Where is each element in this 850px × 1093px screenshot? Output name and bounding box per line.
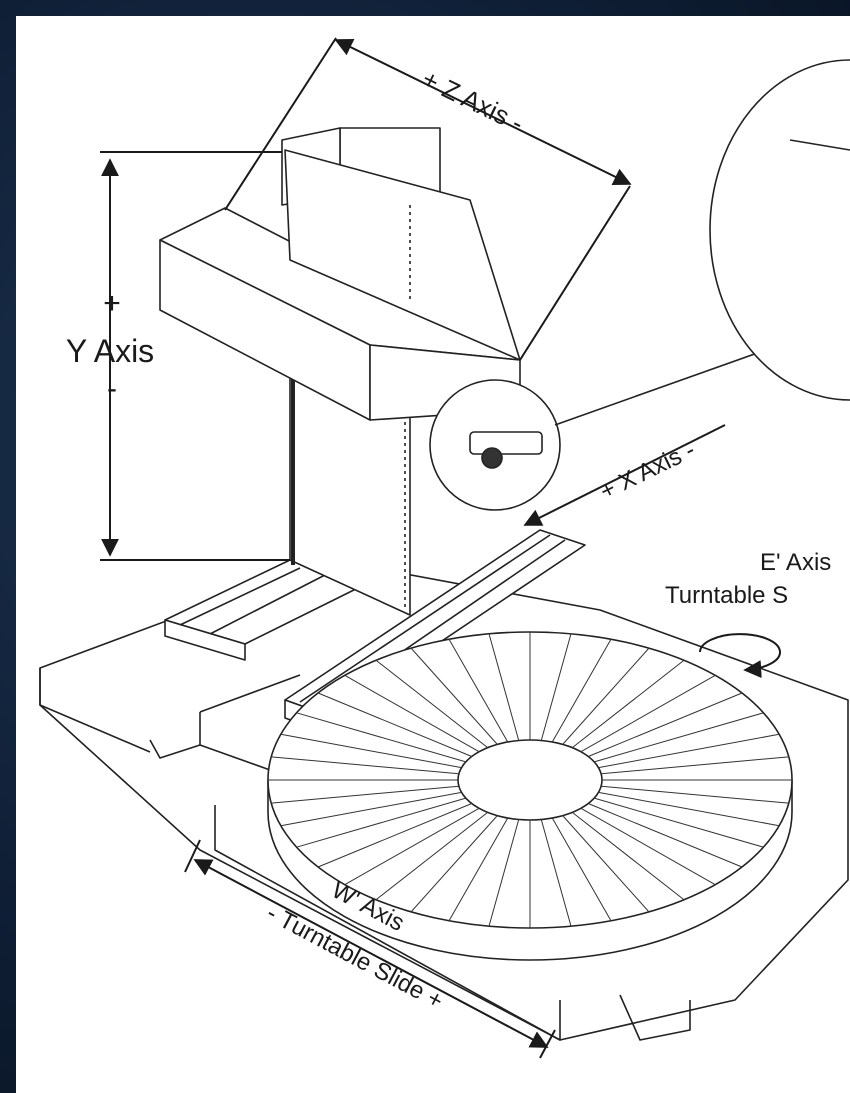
turntable-spoke — [448, 638, 509, 743]
diagram-panel: + Z Axis - + Y Axis - + X Axis - E' Axis… — [16, 16, 850, 1093]
x-axis-label: + X Axis - — [596, 436, 700, 505]
turntable-spoke — [572, 811, 685, 901]
turntable-spoke — [540, 633, 572, 741]
turntable-spoke — [594, 712, 764, 763]
turntable-spoke — [317, 803, 472, 868]
turntable-spoke — [271, 785, 459, 804]
machine-axes-diagram: + Z Axis - + Y Axis - + X Axis - E' Axis… — [39, 37, 850, 1059]
turntable-spoke — [317, 692, 472, 757]
turntable-spoke — [562, 647, 650, 745]
magnified-detail-circle — [709, 59, 850, 401]
turntable-spoke — [598, 733, 780, 769]
y-axis-minus: - — [107, 372, 117, 405]
turntable-spoke — [601, 756, 789, 775]
turntable-spoke — [562, 815, 650, 913]
turntable-spoke — [280, 791, 462, 827]
turntable-spoke — [375, 659, 488, 749]
turntable-spoke — [296, 712, 466, 763]
e-axis-label: E' Axis — [760, 549, 831, 576]
turntable-spoke — [580, 674, 716, 753]
turntable-spokes — [268, 632, 792, 928]
z-axis-arrow — [334, 39, 632, 185]
x-axis-arrow — [523, 424, 726, 526]
turntable-spoke — [280, 733, 462, 769]
turntable-spoke — [601, 785, 789, 804]
turntable-spoke — [588, 803, 743, 868]
y-axis-plus: + — [103, 287, 121, 320]
ram-housing — [159, 127, 521, 421]
turntable-spoke — [540, 819, 572, 927]
turntable-spoke — [598, 791, 780, 827]
turntable-spoke — [488, 633, 520, 741]
turntable-spoke — [296, 797, 466, 848]
w-axis-arrow — [193, 859, 549, 1048]
turntable-spoke — [580, 807, 716, 886]
turntable-spoke — [551, 817, 612, 922]
turntable-spoke — [551, 638, 612, 743]
turntable-spoke — [588, 692, 743, 757]
turntable-spoke — [271, 756, 459, 775]
turntable-spoke — [572, 659, 685, 749]
z-axis-label: + Z Axis - — [417, 63, 528, 138]
turntable-spoke — [594, 797, 764, 848]
turntable-spoke — [344, 674, 480, 753]
e-axis-sublabel: Turntable S — [665, 582, 788, 609]
y-axis-label: Y Axis — [66, 333, 154, 369]
e-axis-rotation-arrow — [699, 633, 781, 679]
turntable-spoke — [410, 647, 498, 745]
